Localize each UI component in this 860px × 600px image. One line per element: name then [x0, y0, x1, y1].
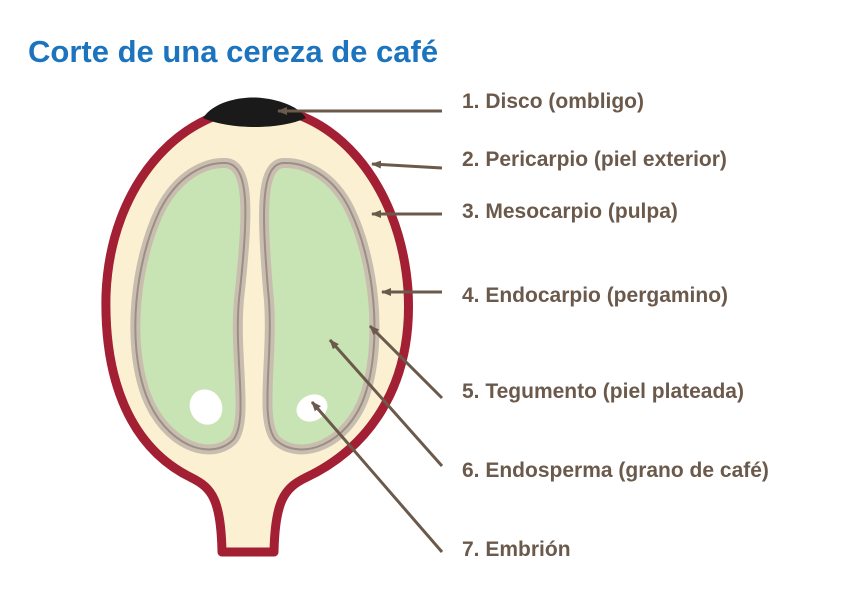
left-embryo: [189, 389, 223, 425]
label-endocarp: 4. Endocarpio (pergamino): [462, 284, 729, 307]
label-mesocarp: 3. Mesocarpio (pulpa): [462, 200, 678, 223]
pointer-arrows: [277, 107, 444, 553]
label-endosperm: 6. Endosperma (grano de café): [462, 459, 769, 482]
label-tegument: 5. Tegumento (piel plateada): [462, 380, 744, 403]
label-embryo: 7. Embrión: [462, 538, 571, 561]
disc-navel: [203, 97, 306, 127]
label-disc: 1. Disco (ombligo): [462, 90, 645, 113]
label-pericarp: 2. Pericarpio (piel exterior): [462, 148, 727, 171]
arrow-pericarp: [371, 160, 443, 170]
arrow-endosperm: [328, 339, 444, 467]
right-bean-silverskin: [263, 161, 376, 451]
arrow-embryo: [310, 401, 444, 553]
diagram-title: Corte de una cereza de café: [28, 34, 439, 69]
left-bean-silverskin: [134, 161, 247, 451]
arrow-tegument: [368, 324, 444, 400]
